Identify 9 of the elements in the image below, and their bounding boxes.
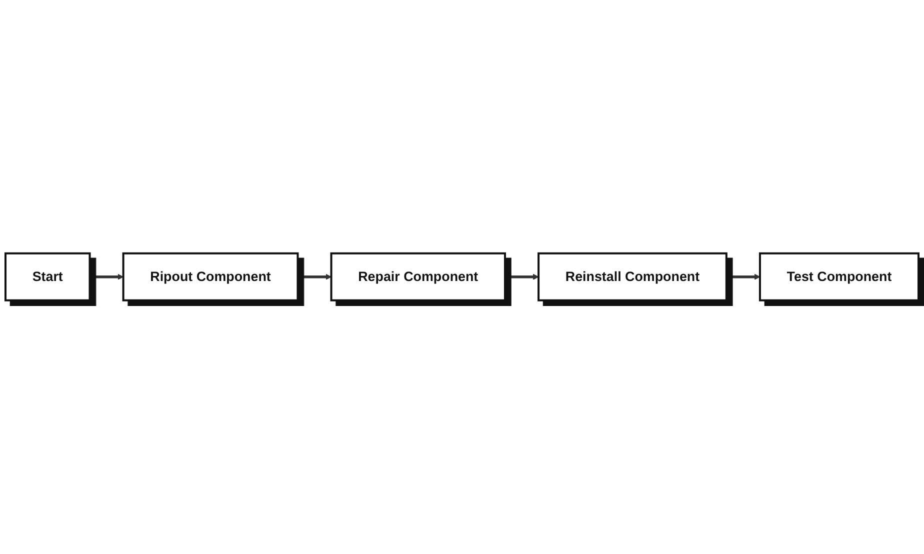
node-box: Repair Component (330, 252, 506, 302)
arrow (90, 274, 124, 280)
arrow (298, 274, 332, 280)
node-box: Reinstall Component (538, 252, 728, 302)
arrow (726, 274, 760, 280)
node-box: Ripout Component (122, 252, 299, 302)
arrow (505, 274, 539, 280)
node-box: Start (4, 252, 91, 302)
node-box: Test Component (758, 252, 920, 302)
